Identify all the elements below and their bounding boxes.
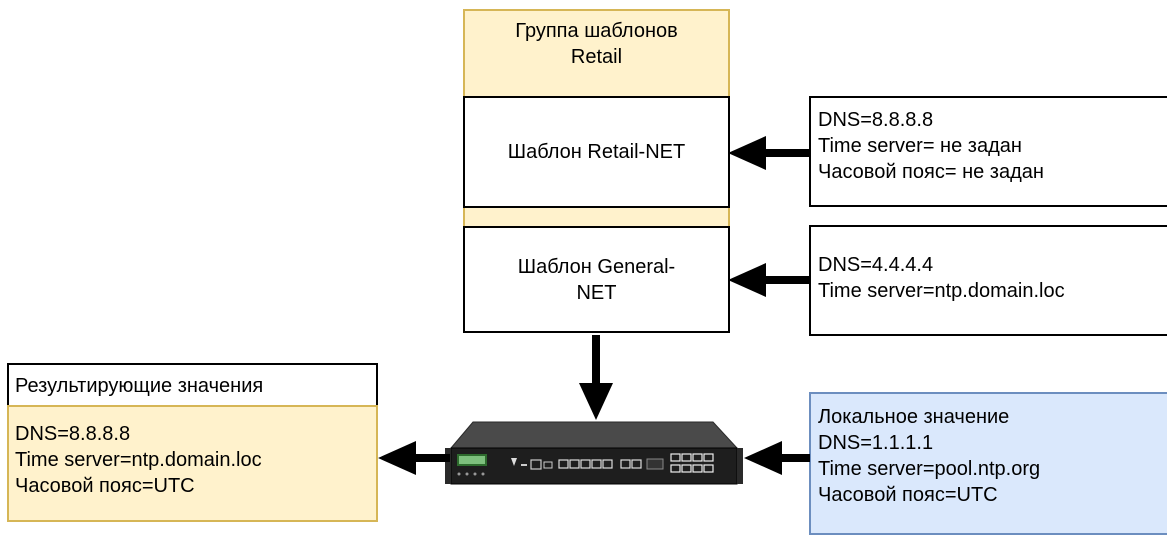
result-header-text: Результирующие значения xyxy=(15,375,264,397)
retail-setting-line: Часовой пояс= не задан xyxy=(818,161,1044,183)
arrow-down-shaft xyxy=(592,335,600,387)
arrow-general-head xyxy=(728,263,766,297)
arrow-result-head xyxy=(378,441,416,475)
retail-net-settings: DNS=8.8.8.8 Time server= не задан Часово… xyxy=(809,96,1167,207)
arrow-retail-head xyxy=(728,136,766,170)
general-setting-line: Time server=ntp.domain.loc xyxy=(818,280,1065,302)
template-general-net-label-line1: Шаблон General- xyxy=(517,255,676,278)
arrow-local-head xyxy=(744,441,782,475)
local-value-line: DNS=1.1.1.1 xyxy=(818,432,934,454)
result-header: Результирующие значения xyxy=(7,363,378,407)
arrow-result-shaft xyxy=(410,454,450,462)
local-values: Локальное значение DNS=1.1.1.1 Time serv… xyxy=(809,392,1167,535)
arrow-local-shaft xyxy=(776,454,810,462)
template-general-net-label-line2: NET xyxy=(576,281,617,304)
template-group-title-line2: Retail xyxy=(570,46,623,68)
template-retail-net-label: Шаблон Retail-NET xyxy=(507,141,686,163)
result-value-line: Time server=ntp.domain.loc xyxy=(15,449,262,471)
local-value-line: Time server=pool.ntp.org xyxy=(818,458,1041,480)
template-general-net[interactable]: Шаблон General- NET xyxy=(463,226,730,333)
result-value-line: Часовой пояс=UTC xyxy=(15,475,195,497)
template-group-title: Группа шаблонов Retail xyxy=(463,18,730,70)
general-setting-line: DNS=4.4.4.4 xyxy=(818,254,934,276)
result-values: DNS=8.8.8.8 Time server=ntp.domain.loc Ч… xyxy=(7,405,378,522)
arrow-retail-shaft xyxy=(760,149,810,157)
result-value-line: DNS=8.8.8.8 xyxy=(15,423,131,445)
arrow-down-head xyxy=(579,383,613,420)
general-net-settings: DNS=4.4.4.4 Time server=ntp.domain.loc xyxy=(809,225,1167,336)
local-value-line: Локальное значение xyxy=(818,406,1010,428)
router-icon xyxy=(445,421,743,485)
local-value-line: Часовой пояс=UTC xyxy=(818,484,998,506)
template-retail-net[interactable]: Шаблон Retail-NET xyxy=(463,96,730,208)
template-group-title-line1: Группа шаблонов xyxy=(515,20,678,42)
arrow-general-shaft xyxy=(760,276,810,284)
retail-setting-line: DNS=8.8.8.8 xyxy=(818,109,934,131)
retail-setting-line: Time server= не задан xyxy=(818,135,1022,157)
